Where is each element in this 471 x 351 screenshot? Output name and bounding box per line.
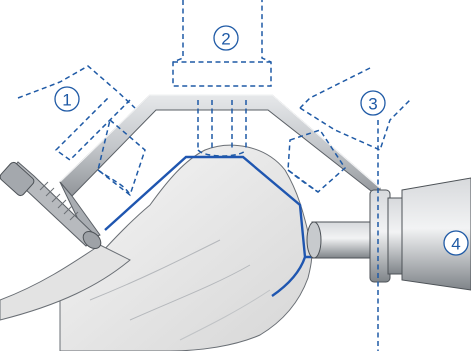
callout-label: 2 <box>221 30 230 49</box>
callout-3: 3 <box>361 91 385 115</box>
instrument-handle <box>307 178 471 290</box>
callout-label: 4 <box>451 235 460 254</box>
callout-2: 2 <box>214 26 238 50</box>
callout-label: 1 <box>62 91 71 110</box>
callout-1: 1 <box>55 87 79 111</box>
callout-4: 4 <box>444 231 468 255</box>
callout-label: 3 <box>368 95 377 114</box>
